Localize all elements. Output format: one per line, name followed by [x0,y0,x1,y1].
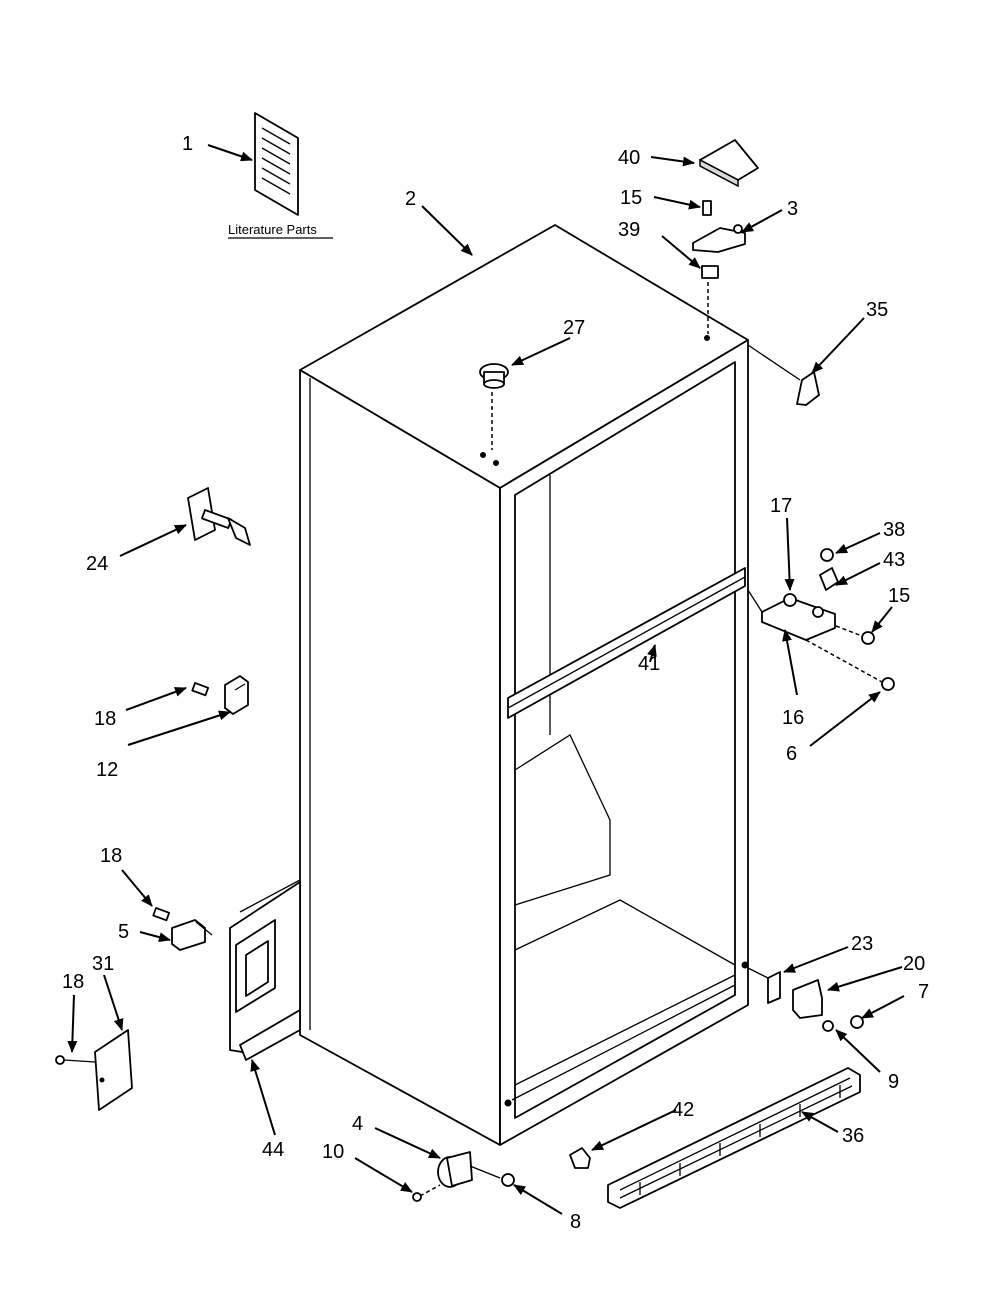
callout-43: 43 [883,549,905,571]
literature-parts-icon [254,112,299,216]
callout-2: 2 [405,188,416,210]
callout-44: 44 [262,1139,284,1161]
callout-41: 41 [638,653,660,675]
callout-15-right: 15 [888,585,910,607]
part-5-block [171,919,213,951]
divider-bar [507,567,746,719]
callout-3: 3 [787,198,798,220]
callout-numbers: 1 2 40 15 3 39 35 27 24 18 12 17 38 43 1… [62,133,929,1233]
hinge-pin-cover [747,344,820,406]
callout-38: 38 [883,519,905,541]
callout-12: 12 [96,759,118,781]
access-panel-44 [229,879,301,1061]
plug [479,363,509,450]
callout-23: 23 [851,933,873,955]
callout-18-lower: 18 [100,845,122,867]
callout-17: 17 [770,495,792,517]
callout-8: 8 [570,1211,581,1233]
cover-31 [55,1029,133,1111]
callout-10: 10 [322,1141,344,1163]
bracket-12 [224,675,249,715]
leader-lines [67,144,905,1215]
callout-31: 31 [92,953,114,975]
center-hinge [747,548,895,691]
callout-42: 42 [672,1099,694,1121]
hinge-cover [699,139,759,188]
callout-27: 27 [563,317,585,339]
callout-16: 16 [782,707,804,729]
callout-18-left: 18 [62,971,84,993]
callout-18-mid: 18 [94,708,116,730]
callout-40: 40 [618,147,640,169]
callout-6: 6 [786,743,797,765]
callout-4: 4 [352,1113,363,1135]
toe-grille [607,1067,861,1209]
callout-15-top: 15 [620,187,642,209]
callout-24: 24 [86,553,108,575]
screw-18-lower [152,907,171,922]
top-hinge [692,200,746,334]
clip-42 [569,1147,591,1169]
callout-9: 9 [888,1071,899,1093]
callout-39: 39 [618,219,640,241]
roller-assembly [412,1151,515,1202]
literature-parts-label: Literature Parts [228,222,317,237]
callout-1: 1 [182,133,193,155]
callout-5: 5 [118,921,129,943]
screw-left-mid [191,682,210,697]
callout-35: 35 [866,299,888,321]
lower-hinge [747,967,864,1032]
cabinet [299,224,749,1146]
handle-mount [187,487,251,546]
callout-20: 20 [903,953,925,975]
callout-36: 36 [842,1125,864,1147]
callout-7: 7 [918,981,929,1003]
